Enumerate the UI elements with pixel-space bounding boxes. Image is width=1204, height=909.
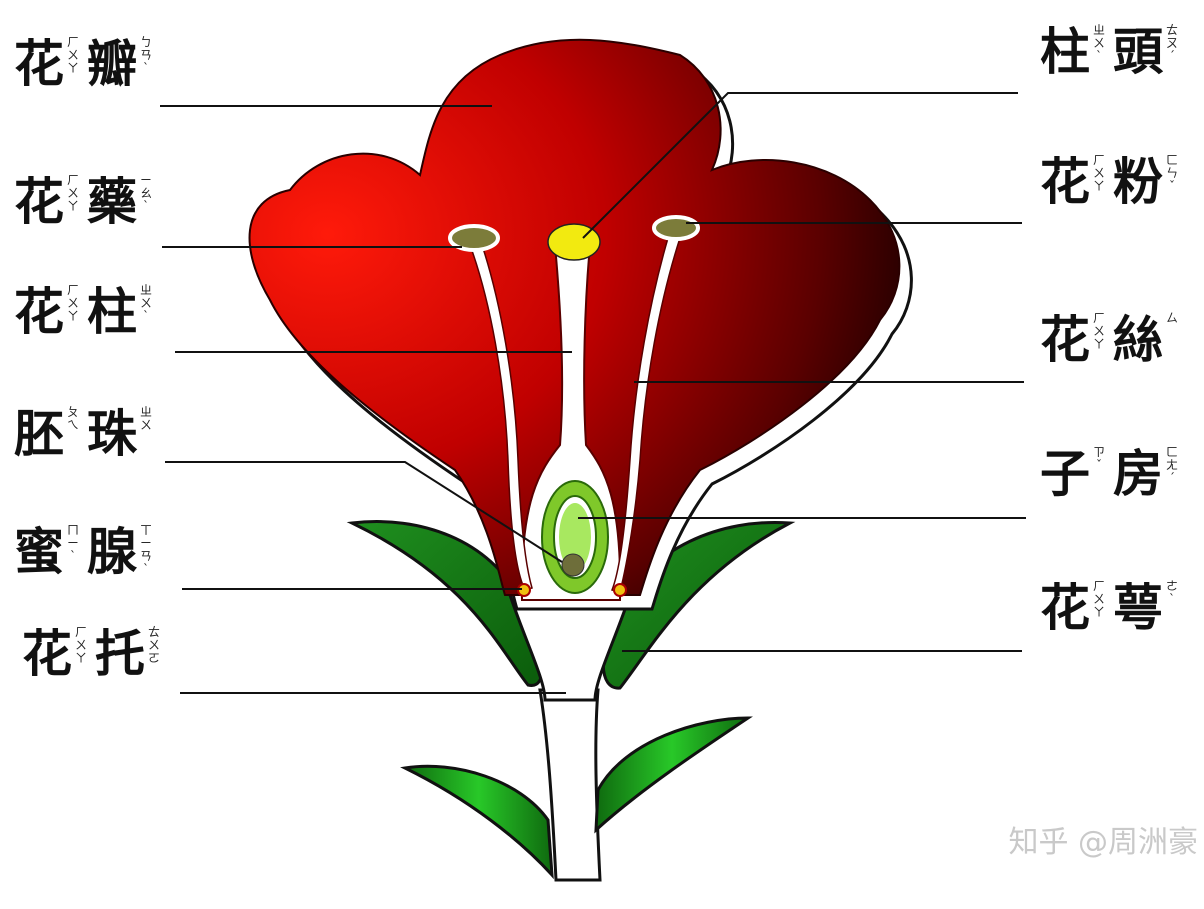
zhuyin: ㄇㄧˋ [65,524,81,563]
label-char: 房 [1113,442,1163,506]
label-ovary: 子 ㄗˇ 房 ㄈㄤˊ [1040,442,1186,512]
zhuyin: ㄓㄨˋ [138,284,154,323]
label-char: 藥 [87,170,137,234]
zhuyin: ㄓㄨ [138,406,154,432]
label-char: 瓣 [87,32,137,96]
zhuyin: ㄊㄨㄛ [146,626,162,665]
label-style: 花 ㄏㄨㄚ 柱 ㄓㄨˋ [14,280,160,350]
label-char: 珠 [87,402,137,466]
label-char: 柱 [1040,20,1090,84]
zhuyin: ㄅㄢˋ [138,36,154,75]
label-ovule: 胚 ㄆㄟ 珠 ㄓㄨ [14,402,160,472]
zhuyin: ㄈㄣˇ [1164,154,1180,193]
label-char: 蜜 [14,520,64,584]
zhuyin: ㄏㄨㄚ [65,284,81,323]
label-char: 粉 [1113,150,1163,214]
label-char: 柱 [87,280,137,344]
zhuyin: ㄏㄨㄚ [65,36,81,75]
label-char: 花 [1040,150,1090,214]
zhuyin: ㄓㄨˋ [1091,24,1107,63]
label-char: 子 [1040,442,1090,506]
nectary-right [614,584,626,596]
label-filament: 花 ㄏㄨㄚ 絲 ㄙ [1040,308,1186,378]
label-stigma: 柱 ㄓㄨˋ 頭 ㄊㄡˊ [1040,20,1186,90]
zhuyin: ㄏㄨㄚ [73,626,89,665]
label-char: 萼 [1113,576,1163,640]
label-sepal: 花 ㄏㄨㄚ 萼 ㄜˋ [1040,576,1186,646]
label-anther: 花 ㄏㄨㄚ 藥 ㄧㄠˋ [14,170,160,240]
label-char: 花 [14,170,64,234]
zhuyin: ㄙ [1164,312,1180,325]
label-receptacle: 花 ㄏㄨㄚ 托 ㄊㄨㄛ [22,622,168,692]
label-char: 花 [14,280,64,344]
label-char: 腺 [87,520,137,584]
label-char: 胚 [14,402,64,466]
label-char: 花 [1040,576,1090,640]
zhuyin: ㄏㄨㄚ [1091,580,1107,619]
zhuyin: ㄈㄤˊ [1164,446,1180,485]
label-char: 頭 [1113,20,1163,84]
watermark: 知乎 @周洲豪 [1008,817,1198,861]
zhuyin: ㄊㄡˊ [1164,24,1180,63]
label-char: 花 [1040,308,1090,372]
label-pollen: 花 ㄏㄨㄚ 粉 ㄈㄣˇ [1040,150,1186,220]
zhuyin: ㄒㄧㄢˋ [138,524,154,576]
zhuyin: ㄏㄨㄚ [1091,312,1107,351]
ovule [562,554,584,576]
zhuyin: ㄏㄨㄚ [1091,154,1107,193]
zhuyin: ㄧㄠˋ [138,174,154,213]
anther-right [654,217,698,239]
label-char: 花 [14,32,64,96]
label-char: 托 [95,622,145,686]
label-petal: 花 ㄏㄨㄚ 瓣 ㄅㄢˋ [14,32,160,102]
zhuyin: ㄏㄨㄚ [65,174,81,213]
zhuyin: ㄜˋ [1164,580,1180,606]
label-char: 花 [22,622,72,686]
leaf-left [405,766,552,875]
zhuyin: ㄗˇ [1091,446,1107,472]
leaf-right [596,718,748,830]
label-char: 絲 [1113,308,1163,372]
label-nectary: 蜜 ㄇㄧˋ 腺 ㄒㄧㄢˋ [14,520,160,590]
zhuyin: ㄆㄟ [65,406,81,432]
